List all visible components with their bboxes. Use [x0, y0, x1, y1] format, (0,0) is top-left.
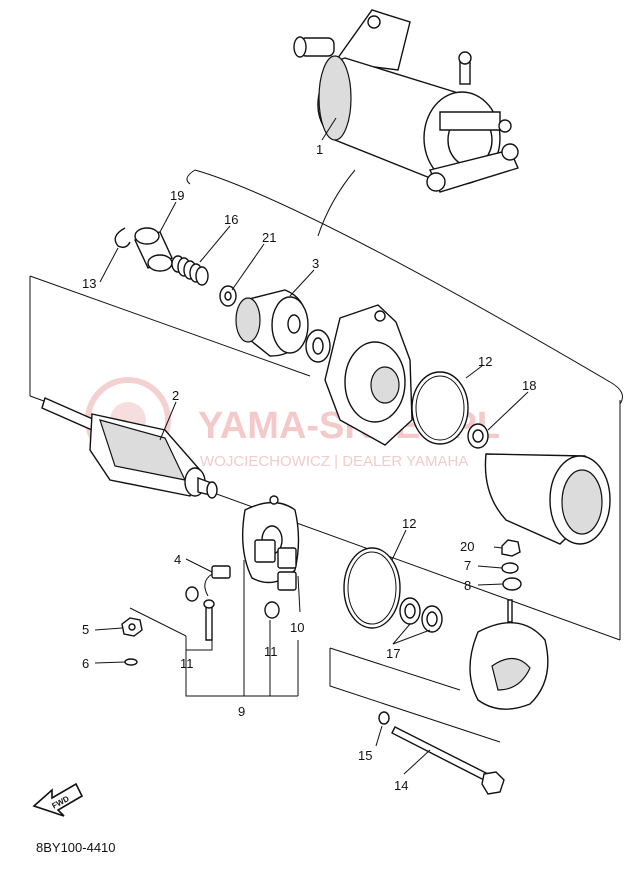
collar-19 — [134, 227, 173, 272]
brush-plate — [241, 495, 300, 584]
washer-8 — [502, 577, 522, 591]
washer-small — [305, 329, 331, 363]
callouts: 1 19 16 21 3 13 2 12 18 12 20 7 8 4 10 5… — [82, 142, 536, 793]
front-cover — [324, 304, 413, 446]
fwd-arrow: FWD — [32, 782, 84, 817]
callout-3: 3 — [312, 256, 319, 271]
nut-20 — [501, 539, 521, 557]
yoke-housing — [484, 453, 611, 545]
callout-4: 4 — [174, 552, 181, 567]
callout-7: 7 — [464, 558, 471, 573]
callout-21: 21 — [262, 230, 276, 245]
callout-9: 9 — [238, 704, 245, 719]
armature-2 — [41, 397, 218, 499]
leader-lines — [94, 117, 529, 775]
o-ring-12-upper — [411, 371, 469, 445]
circlip-13 — [114, 227, 131, 249]
callout-13: 13 — [82, 276, 96, 291]
callout-5: 5 — [82, 622, 89, 637]
callout-16: 16 — [224, 212, 238, 227]
callout-10: 10 — [290, 620, 304, 635]
washer-6 — [124, 658, 138, 666]
spring-16 — [171, 255, 209, 286]
callout-1: 1 — [316, 142, 323, 157]
washer-7 — [501, 562, 519, 574]
washer-21 — [219, 285, 237, 307]
brush-holder-10 — [277, 571, 297, 591]
callout-14: 14 — [394, 778, 408, 793]
seal-18 — [467, 423, 489, 449]
o-ring-12-lower — [343, 547, 401, 629]
callout-12-upper: 12 — [478, 354, 492, 369]
fwd-arrow-icon — [32, 782, 84, 817]
callout-8: 8 — [464, 578, 471, 593]
rear-cover-frame — [329, 647, 501, 743]
washer-15 — [378, 711, 390, 725]
callout-19: 19 — [170, 188, 184, 203]
starter-motor-assembly — [293, 9, 519, 193]
nut-5 — [121, 617, 143, 637]
callout-12-lower: 12 — [402, 516, 416, 531]
callout-15: 15 — [358, 748, 372, 763]
callout-2: 2 — [172, 388, 179, 403]
through-bolt-14 — [391, 726, 505, 795]
callout-20: 20 — [460, 539, 474, 554]
pinion-clutch-3 — [235, 289, 309, 357]
insulator-11-right — [264, 601, 280, 619]
callout-18: 18 — [522, 378, 536, 393]
diagram-code: 8BY100-4410 — [36, 840, 116, 855]
callout-11-right: 11 — [264, 644, 278, 659]
callout-6: 6 — [82, 656, 89, 671]
callout-11-left: 11 — [180, 656, 194, 671]
insulator-11-left — [185, 586, 215, 641]
group-bracket-9 — [129, 560, 299, 697]
rear-cover — [469, 599, 549, 710]
watermark-tagline: WOJCIECHOWICZ | DEALER YAMAHA — [200, 453, 468, 470]
callout-17: 17 — [386, 646, 400, 661]
washers-17 — [399, 597, 443, 633]
